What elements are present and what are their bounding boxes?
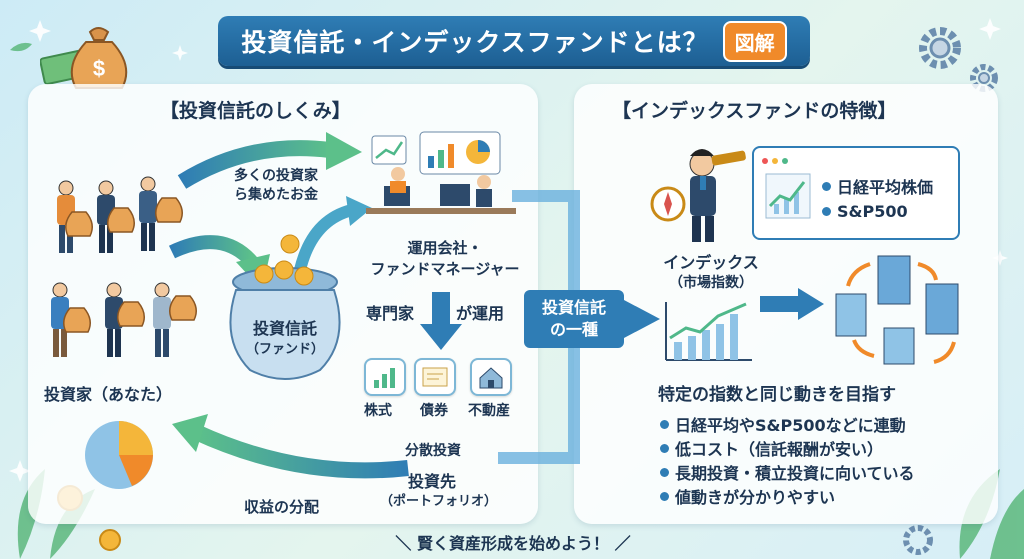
line-chart-icon bbox=[765, 173, 811, 219]
bullet-icon bbox=[660, 443, 669, 453]
monitor-icon bbox=[440, 184, 470, 206]
experts-label: 専門家 bbox=[366, 304, 415, 323]
fund-pot-subtitle: （ファンド） bbox=[245, 342, 324, 357]
feature-item-text: 値動きが分かりやすい bbox=[675, 488, 836, 507]
arrow-down-manager bbox=[432, 292, 450, 326]
bullet-icon bbox=[822, 207, 831, 216]
compass-icon bbox=[650, 186, 686, 222]
fund-pot-title: 投資信託 bbox=[252, 319, 317, 338]
market-buildings-illustration bbox=[835, 255, 959, 365]
feature-list: 日経平均やS&P500などに連動 低コスト（信託報酬が安い） 長期投資・積立投資… bbox=[660, 412, 915, 508]
building-icon bbox=[835, 255, 959, 365]
right-panel-title: 【インデックスファンドの特徴】 bbox=[612, 100, 897, 122]
speech-item-sp500: S&P500 bbox=[822, 202, 908, 221]
type-of-fund-box: 投資信託 の一種 bbox=[524, 290, 624, 348]
arrow-to-fund bbox=[168, 235, 258, 267]
type-of-fund-line-2: の一種 bbox=[549, 320, 598, 339]
window-dot-icon bbox=[782, 158, 788, 164]
stock-chart-icon bbox=[374, 368, 395, 388]
managed-label: が運用 bbox=[456, 304, 505, 323]
desk-icon bbox=[366, 208, 516, 214]
arrow-index-to-market bbox=[760, 296, 800, 312]
index-label-line-1: インデックス bbox=[663, 253, 759, 272]
asset-label-real-estate: 不動産 bbox=[468, 403, 510, 419]
investor-group-icon bbox=[51, 176, 171, 357]
investors-label: 投資家（あなた） bbox=[44, 385, 173, 404]
portfolio-label: （ポートフォリオ） bbox=[380, 494, 498, 509]
feature-item-text: 低コスト（信託報酬が安い） bbox=[675, 440, 884, 459]
flow-note: 多くの投資家 ら集めたお金 bbox=[220, 167, 332, 205]
page-title: 投資信託・インデックスファンドとは？ bbox=[241, 28, 709, 57]
investors-illustration bbox=[51, 176, 197, 357]
asset-label-bond: 債券 bbox=[420, 403, 448, 419]
diversify-label: 分散投資 bbox=[405, 443, 461, 459]
speech-item-sp500-text: S&P500 bbox=[837, 202, 908, 221]
pie-chart-icon bbox=[85, 421, 153, 489]
money-bag-icon bbox=[63, 197, 197, 333]
fund-manager-illustration bbox=[366, 131, 516, 214]
cycle-arrow-icon bbox=[846, 262, 956, 364]
coin-icon bbox=[254, 234, 314, 286]
stock-chip bbox=[364, 358, 406, 396]
bullet-icon bbox=[660, 419, 669, 429]
index-examples-bubble: 日経平均株価 S&P500 bbox=[752, 146, 960, 240]
manager-label-line-1: 運用会社・ bbox=[407, 239, 483, 257]
chart-board-icon bbox=[371, 135, 407, 165]
svg-text:$: $ bbox=[93, 56, 105, 81]
index-label: インデックス （市場指数） bbox=[646, 252, 776, 294]
flow-note-line-1: 多くの投資家 bbox=[234, 168, 318, 184]
feature-item: 長期投資・積立投資に向いている bbox=[660, 460, 915, 484]
bullet-icon bbox=[822, 181, 831, 191]
flow-note-line-2: ら集めたお金 bbox=[234, 187, 318, 203]
bond-certificate-icon bbox=[422, 367, 448, 387]
arrow-to-manager bbox=[177, 140, 331, 189]
manager-label-line-2: ファンドマネージャー bbox=[370, 260, 520, 278]
return-label: 収益の分配 bbox=[244, 498, 320, 516]
real-estate-chip bbox=[470, 358, 512, 396]
arrow-fund-to-manager bbox=[294, 204, 354, 272]
feature-item: 日経平均やS&P500などに連動 bbox=[660, 412, 915, 436]
speech-item-nikkei-text: 日経平均株価 bbox=[837, 178, 934, 197]
title-banner: 投資信託・インデックスファンドとは？ 図解 bbox=[218, 16, 810, 66]
index-label-line-2: （市場指数） bbox=[669, 275, 753, 291]
fund-pot-label: 投資信託 （ファンド） bbox=[228, 318, 342, 360]
footer-slogan: ＼ 賢く資産形成を始めよう！ ／ bbox=[395, 534, 631, 553]
diagram-tag-badge: 図解 bbox=[722, 20, 787, 62]
index-goal: 特定の指数と同じ動きを目指す bbox=[658, 385, 896, 405]
asset-label-stock: 株式 bbox=[364, 403, 392, 419]
bullet-icon bbox=[660, 467, 669, 477]
index-chart-icon bbox=[665, 302, 752, 361]
feature-item: 低コスト（信託報酬が安い） bbox=[660, 436, 915, 460]
left-panel-title: 【投資信託のしくみ】 bbox=[160, 100, 351, 122]
analyst-telescope-illustration bbox=[650, 149, 746, 242]
window-dot-icon bbox=[762, 158, 768, 164]
window-dot-icon bbox=[772, 158, 778, 164]
destination-label: 投資先 bbox=[408, 472, 457, 491]
bullet-icon bbox=[660, 491, 669, 501]
manager-label: 運用会社・ ファンドマネージャー bbox=[360, 238, 530, 280]
feature-item-text: 日経平均やS&P500などに連動 bbox=[675, 416, 906, 435]
feature-item: 値動きが分かりやすい bbox=[660, 484, 915, 508]
arrow-return bbox=[192, 424, 409, 479]
speech-item-nikkei: 日経平均株価 bbox=[822, 174, 933, 198]
type-of-fund-line-1: 投資信託 bbox=[541, 298, 606, 317]
fund-pot-icon bbox=[229, 234, 341, 380]
feature-item-text: 長期投資・積立投資に向いている bbox=[675, 464, 915, 483]
money-bag-icon: $ bbox=[40, 27, 128, 89]
telescope-icon bbox=[711, 150, 746, 166]
house-icon bbox=[479, 367, 503, 389]
gear-icon bbox=[903, 27, 998, 555]
bond-chip bbox=[414, 358, 456, 396]
